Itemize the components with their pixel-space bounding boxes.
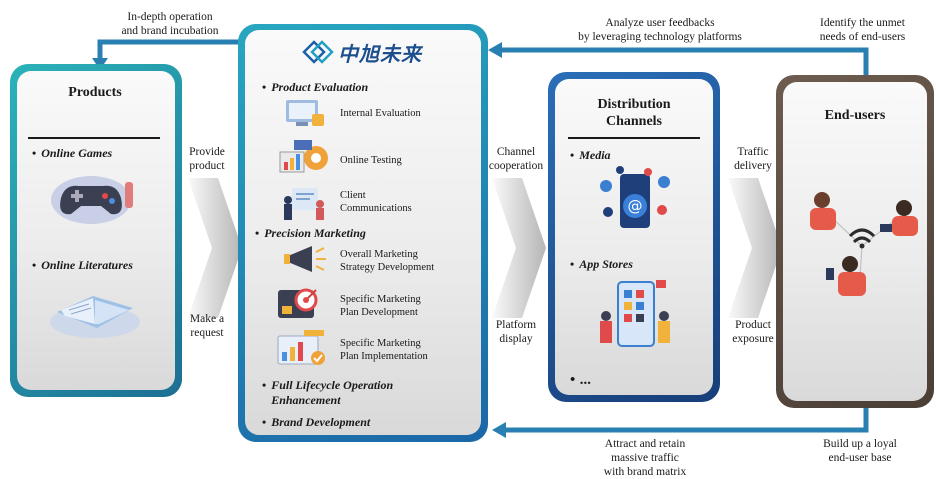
center-panel bbox=[238, 24, 488, 442]
svg-text:@: @ bbox=[628, 197, 643, 215]
implementation-chart-icon bbox=[277, 330, 325, 365]
identify-needs-label: Identify the unmet needs of end-users bbox=[819, 17, 906, 43]
users-illustration-icon bbox=[810, 192, 918, 296]
target-icon bbox=[278, 288, 318, 318]
online-games-item: •Online Games bbox=[32, 146, 113, 160]
chevron-arrow-2 bbox=[492, 178, 546, 318]
distribution-title: Distribution Channels bbox=[597, 97, 671, 129]
product-evaluation-heading: •Product Evaluation bbox=[262, 80, 369, 94]
products-divider bbox=[28, 137, 160, 139]
make-request-label: Make a request bbox=[189, 313, 225, 339]
brand-incubation-label: In-depth operation and brand incubation bbox=[121, 11, 219, 37]
app-store-icon bbox=[600, 280, 670, 347]
product-exposure-label: Product exposure bbox=[732, 319, 774, 345]
endusers-title: End-users bbox=[824, 108, 886, 123]
client-communications-label: Client Communications bbox=[340, 190, 412, 214]
brand-development-heading: •Brand Development bbox=[262, 415, 371, 429]
attract-retain-label: Attract and retain massive traffic with … bbox=[603, 438, 687, 478]
app-stores-item: •App Stores bbox=[570, 257, 633, 271]
specific-plan-development-label: Specific Marketing Plan Development bbox=[340, 294, 421, 318]
online-testing-icon bbox=[279, 140, 328, 173]
platform-display-label: Platform display bbox=[495, 319, 537, 345]
more-channels-item: •... bbox=[570, 372, 592, 388]
online-testing-label: Online Testing bbox=[340, 155, 402, 166]
distribution-divider bbox=[568, 137, 700, 139]
traffic-delivery-label: Traffic delivery bbox=[734, 146, 772, 172]
company-logo-icon bbox=[302, 40, 334, 64]
internal-evaluation-icon bbox=[286, 100, 324, 126]
feedback-arrow bbox=[500, 47, 869, 75]
products-title: Products bbox=[68, 85, 122, 100]
products-panel bbox=[10, 64, 182, 397]
traffic-arrowhead bbox=[492, 422, 506, 438]
traffic-arrow bbox=[504, 408, 869, 433]
media-item: •Media bbox=[570, 148, 611, 162]
provide-product-label: Provide product bbox=[189, 146, 225, 172]
book-icon bbox=[50, 296, 140, 338]
overall-marketing-label: Overall Marketing Strategy Development bbox=[340, 249, 435, 273]
gamepad-icon bbox=[51, 176, 133, 224]
brand-incubation-arrow bbox=[97, 39, 240, 60]
client-communications-icon bbox=[284, 188, 324, 220]
full-lifecycle-heading: •Full Lifecycle Operation Enhancement bbox=[262, 378, 394, 407]
chevron-arrow-1 bbox=[188, 178, 242, 318]
channel-cooperation-label: Channel cooperation bbox=[488, 146, 544, 172]
megaphone-icon bbox=[284, 246, 326, 272]
analyze-feedback-label: Analyze user feedbacks by leveraging tec… bbox=[578, 17, 742, 43]
internal-evaluation-label: Internal Evaluation bbox=[340, 108, 421, 119]
specific-plan-implementation-label: Specific Marketing Plan Implementation bbox=[340, 338, 428, 362]
chevron-arrow-3 bbox=[728, 178, 782, 318]
media-icon: @ bbox=[600, 166, 670, 228]
company-logo-text: 中旭未来 bbox=[338, 42, 422, 66]
online-literatures-item: •Online Literatures bbox=[32, 258, 133, 272]
loyal-base-label: Build up a loyal end-user base bbox=[823, 438, 897, 464]
precision-marketing-heading: •Precision Marketing bbox=[255, 226, 366, 240]
feedback-arrowhead bbox=[488, 42, 502, 58]
